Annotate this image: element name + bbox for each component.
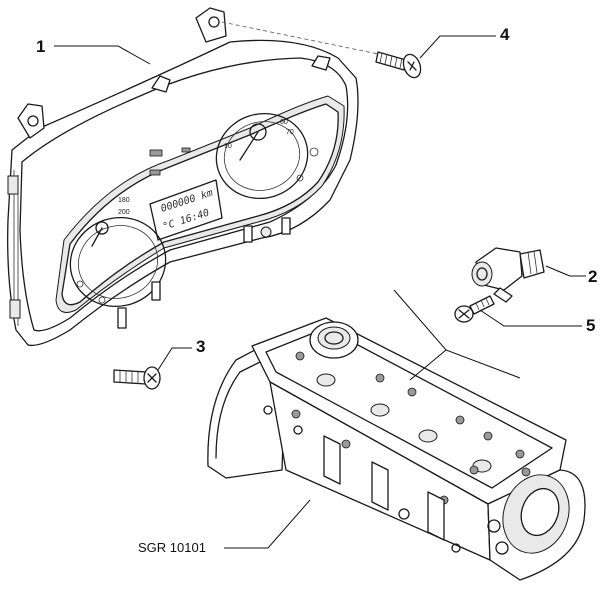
connector-pins <box>117 217 291 329</box>
temp-tick-60: 60 <box>280 119 288 126</box>
instrument-cluster: 180 200 000000 km °C 16:40 10 60 70 <box>7 7 359 347</box>
callout-label-1: 1 <box>36 37 45 56</box>
callout-label-5: 5 <box>586 316 595 335</box>
speed-tick-200: 200 <box>118 209 130 216</box>
callout-4: 4 <box>419 25 510 59</box>
mounting-lug-left <box>17 103 45 139</box>
callout-label-4: 4 <box>500 25 510 44</box>
speedometer-dial: 180 200 <box>69 197 167 308</box>
callout-1: 1 <box>36 37 151 65</box>
screw-part-4 <box>375 51 422 79</box>
callout-5: 5 <box>479 309 595 335</box>
callout-3: 3 <box>157 337 205 371</box>
speed-tick-180: 180 <box>118 197 130 204</box>
tachometer-dial: 10 60 70 <box>215 112 319 200</box>
top-port <box>309 321 359 359</box>
reference-code-callout: SGR 10101 <box>138 499 311 555</box>
screw-part-5 <box>454 295 495 323</box>
cylinder-head <box>207 317 586 581</box>
screw-part-3 <box>113 366 161 390</box>
front-bosses <box>263 405 461 553</box>
mounting-lug-top <box>195 7 227 43</box>
callout-2: 2 <box>545 265 597 286</box>
callout-label-3: 3 <box>196 337 205 356</box>
temp-tick-70: 70 <box>286 129 294 136</box>
reference-code-label: SGR 10101 <box>138 540 206 555</box>
temp-tick-10: 10 <box>224 143 232 150</box>
sensor-part-2 <box>471 247 545 303</box>
deck-holes <box>291 351 531 505</box>
callout-label-2: 2 <box>588 267 597 286</box>
